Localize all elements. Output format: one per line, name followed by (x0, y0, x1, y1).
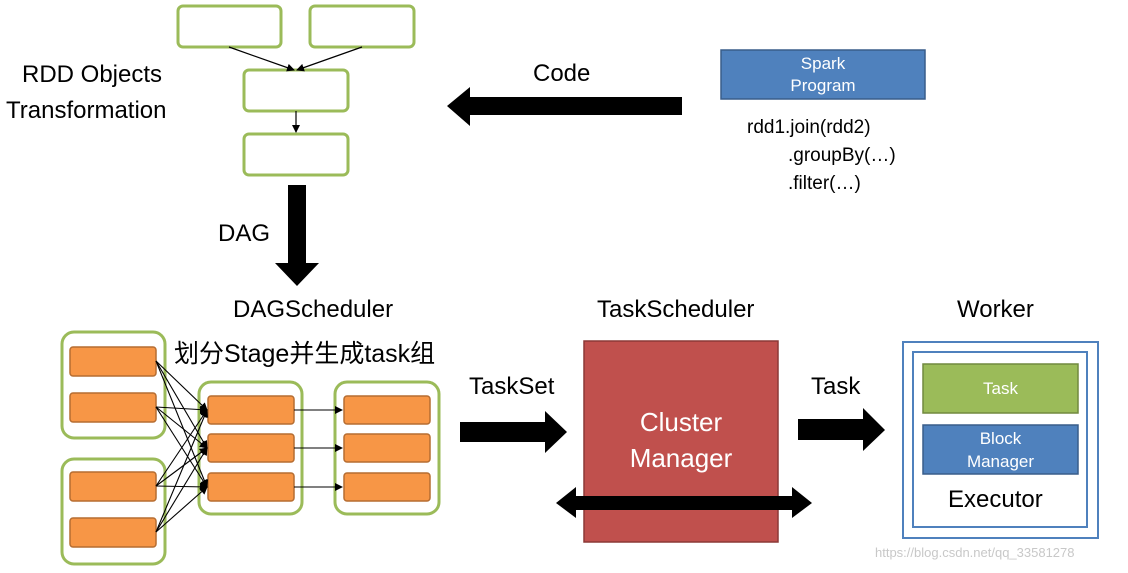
taskset-label: TaskSet (469, 373, 555, 400)
task-box (343, 395, 431, 425)
block-manager-text: Block Manager (923, 425, 1078, 474)
dag-label: DAG (218, 220, 271, 247)
executor-label: Executor (948, 486, 1043, 513)
block-manager-line1: Block (979, 428, 1022, 448)
worker-task-text: Task (983, 378, 1018, 398)
spark-program-line2: Program (790, 75, 856, 95)
rdd-link-right (296, 46, 363, 72)
cluster-manager-line2: Manager (629, 443, 733, 473)
spark-program-text: Spark Program (721, 50, 925, 99)
task-box (69, 517, 157, 548)
cluster-manager-text: Cluster Manager (584, 400, 778, 480)
task-box (207, 433, 295, 463)
rdd-link-left (228, 46, 295, 72)
taskset-arrow (460, 411, 567, 453)
code-label: Code (533, 60, 591, 87)
watermark: https://blog.csdn.net/qq_33581278 (875, 545, 1075, 560)
code-line-3: .filter(…) (788, 173, 861, 194)
dag-scheduler-subtitle: 划分Stage并生成task组 (174, 340, 436, 368)
code-arrow (447, 87, 682, 126)
code-line-2: .groupBy(…) (788, 145, 896, 166)
dag-arrow (275, 185, 319, 286)
rdd-box-bottom (242, 132, 350, 177)
rdd-objects-label: RDD Objects (22, 61, 163, 88)
task-box (343, 472, 431, 502)
task-box (69, 471, 157, 502)
rdd-box-middle (242, 68, 350, 113)
worker-label: Worker (957, 296, 1034, 323)
cluster-manager-line1: Cluster (639, 407, 723, 437)
shuffle-arrows (155, 360, 209, 533)
spark-program-line1: Spark (800, 53, 846, 73)
task-arrow-label: Task (811, 373, 861, 400)
task-arrow (798, 408, 885, 451)
block-manager-line2: Manager (966, 451, 1035, 471)
code-line-1: rdd1.join(rdd2) (747, 117, 871, 138)
task-box (69, 392, 157, 423)
narrow-arrows (294, 406, 343, 491)
task-scheduler-label: TaskScheduler (597, 296, 755, 323)
worker-task-box (922, 363, 1079, 414)
double-arrow (556, 487, 812, 518)
rdd-box-top-left (176, 4, 283, 49)
rdd-box-top-right (308, 4, 416, 49)
transformation-label: Transformation (6, 97, 167, 124)
dag-scheduler-label: DAGScheduler (233, 296, 394, 323)
block-manager-box (922, 424, 1079, 475)
task-box (69, 346, 157, 377)
task-box (207, 472, 295, 502)
task-box (207, 395, 295, 425)
spark-program-box (720, 49, 926, 100)
task-box (343, 433, 431, 463)
